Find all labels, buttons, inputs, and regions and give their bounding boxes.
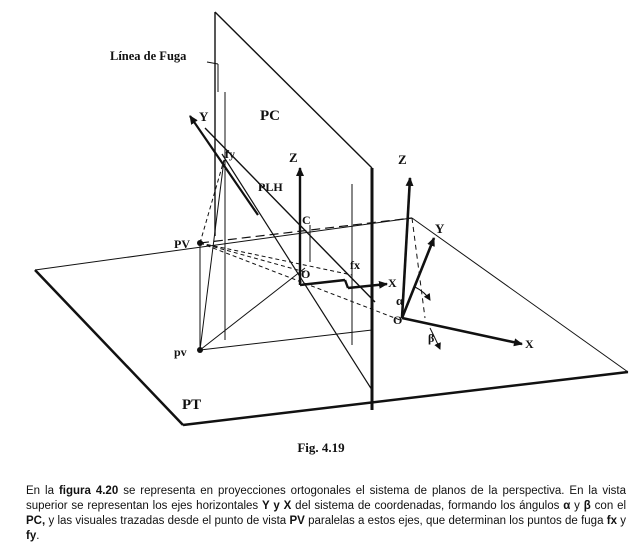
perspective-diagram: Línea de Fuga PC PLH PT PV pv fy fx C O … (34, 11, 629, 427)
label-linea-fuga: Línea de Fuga (110, 49, 187, 63)
pv-to-pc-line (199, 329, 373, 351)
desc-bold: α (563, 500, 571, 512)
label-fx: fx (350, 258, 360, 272)
desc-text: y las visuales trazadas desde el punto d… (45, 515, 290, 527)
label-plh: PLH (258, 180, 283, 194)
desc-bold: PV (289, 515, 305, 527)
label-z-center: Z (289, 150, 298, 165)
picture-plane-pc (214, 11, 374, 410)
label-pv-upper: PV (174, 237, 190, 251)
label-beta: β (428, 331, 434, 345)
label-o-center: O (301, 267, 310, 281)
center-axes (296, 167, 388, 290)
label-o-right: O (393, 313, 402, 327)
visual-ray-fy (199, 159, 225, 244)
desc-text: con el (590, 500, 627, 512)
label-y-left: Y (199, 109, 209, 124)
right-axes (400, 177, 523, 350)
pv-lower-point (197, 347, 203, 353)
desc-text: En la (26, 485, 59, 497)
label-x-center: X (388, 276, 397, 290)
pv-to-fy-line (199, 159, 225, 351)
desc-text: y (570, 500, 584, 512)
linea-fuga-pointer (206, 61, 219, 65)
label-fy: fy (225, 147, 235, 161)
desc-bold: figura 4.20 (58, 485, 119, 497)
label-pt: PT (182, 397, 201, 413)
visual-ray-fx (199, 242, 353, 276)
desc-text: del sistema de coordenadas, formando los… (291, 500, 564, 512)
label-pc: PC (260, 108, 280, 124)
visual-ray-o (199, 242, 306, 273)
label-alpha: α (396, 293, 404, 308)
desc-bold: Y y X (262, 500, 292, 512)
trace-line-fy (204, 127, 376, 303)
label-x-right: X (525, 337, 534, 351)
desc-bold: fx (606, 515, 617, 527)
figure-caption: Fig. 4.19 (297, 440, 345, 455)
label-y-right: Y (435, 221, 445, 236)
pv-to-o-line (199, 267, 306, 351)
desc-bold: β (583, 500, 591, 512)
desc-bold: fy (26, 530, 37, 542)
y-axis-left-arrow (189, 115, 259, 216)
trace-line-fy-2 (221, 153, 373, 391)
desc-text: paralelas a estos ejes, que determinan l… (304, 515, 607, 527)
horizon-plane-plh (199, 217, 426, 319)
label-c: C (302, 213, 311, 227)
desc-text: se representa en proyecciones ortogonale… (26, 485, 626, 512)
desc-text: y (616, 515, 626, 527)
pv-upper-point (197, 240, 203, 246)
label-z-right: Z (398, 152, 407, 167)
figure-description: En la figura 4.20 se representa en proye… (26, 484, 626, 544)
desc-text: . (36, 530, 40, 542)
label-pv-lower: pv (174, 345, 187, 359)
desc-bold: PC, (26, 515, 46, 527)
ground-plane-pt (34, 217, 629, 427)
